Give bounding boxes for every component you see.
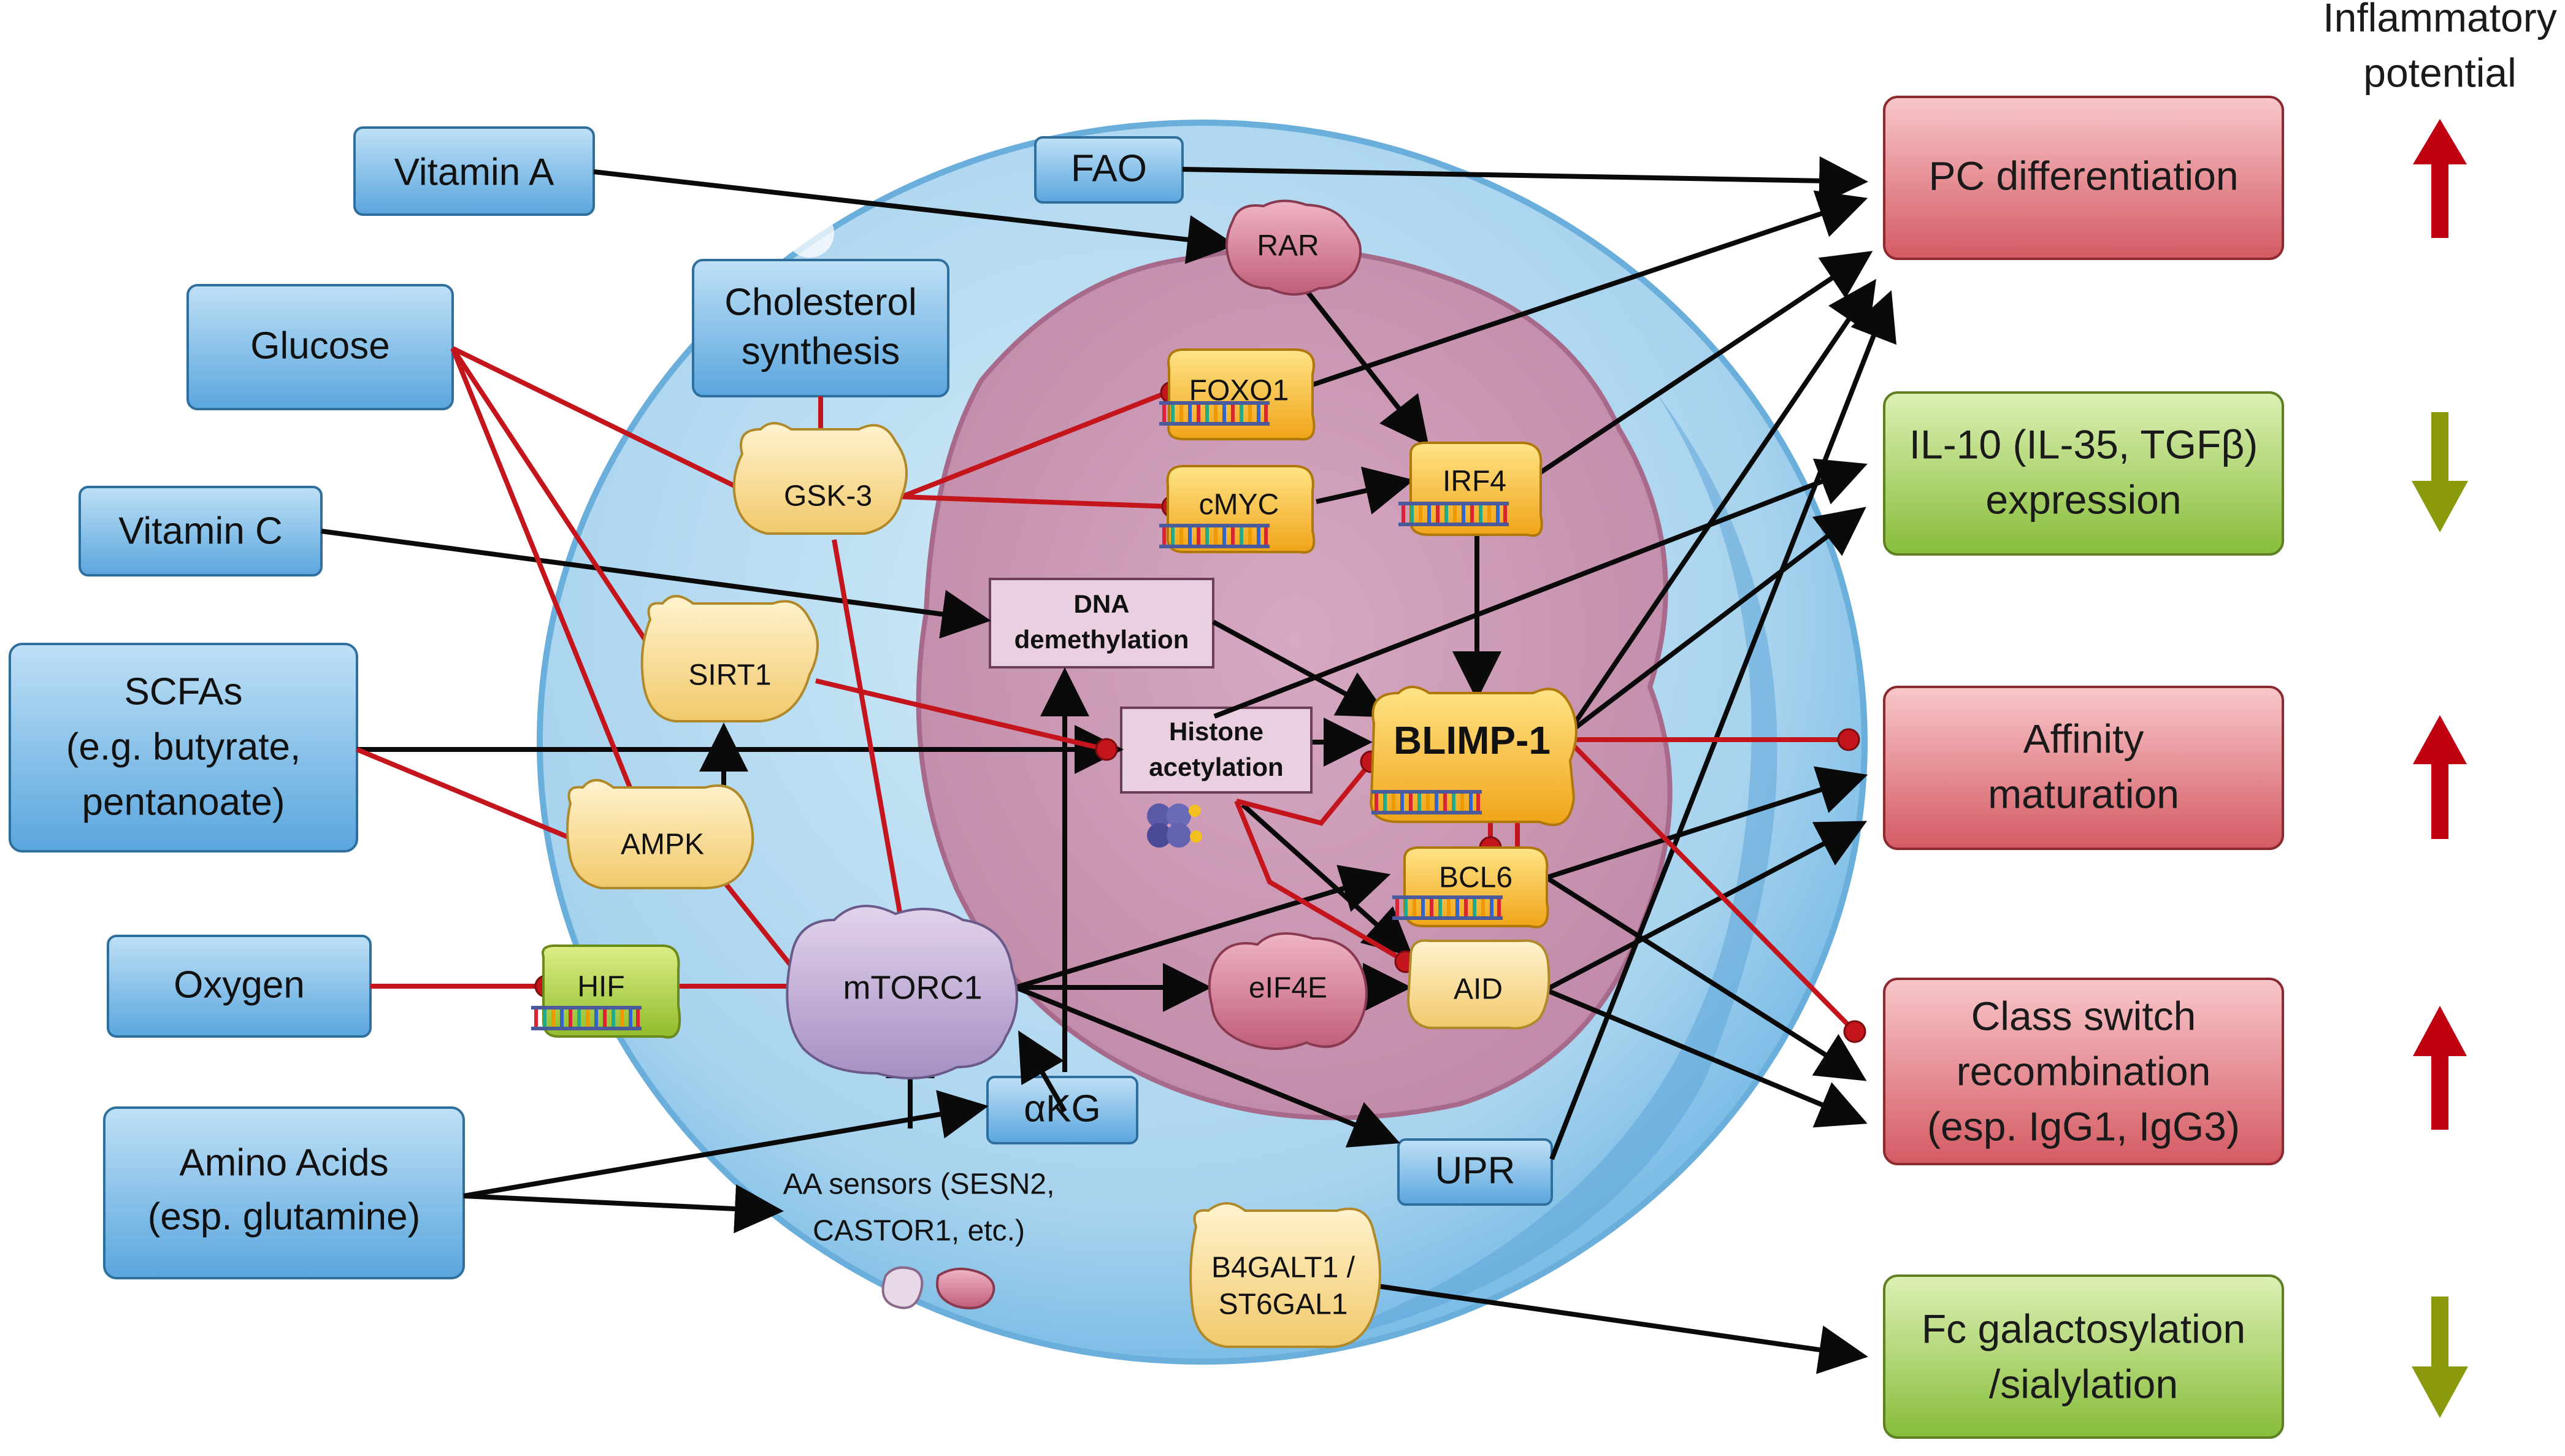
b4galt1-label-line1: B4GALT1 / [1211, 1252, 1355, 1284]
rar-protein [1225, 199, 1362, 296]
scfas-label-line1: SCFAs [125, 670, 243, 713]
blimp1-protein [1371, 686, 1578, 826]
upr-label: UPR [1435, 1149, 1516, 1192]
irf4-label: IRF4 [1443, 466, 1506, 498]
bcl6-label: BCL6 [1439, 862, 1513, 894]
scfas-label-line3: pentanoate) [82, 781, 285, 823]
cmyc-protein [1159, 465, 1316, 554]
histone-icon [1147, 803, 1202, 848]
hif-label: HIF [577, 971, 624, 1003]
sirt1-protein [640, 595, 819, 722]
vitamin-a-box [353, 126, 595, 216]
fc-label-line1: Fc galactosylation [1922, 1306, 2245, 1351]
amino-acids-box [103, 1106, 465, 1279]
gsk3-label: GSK-3 [784, 480, 872, 513]
amino-acids-label-line2: (esp. glutamine) [148, 1195, 421, 1238]
hif-protein [531, 944, 681, 1039]
down-arrow-icon [2412, 1297, 2468, 1418]
inflammatory-potential-title-line2: potential [2363, 50, 2517, 95]
class-switch-label-line2: recombination [1957, 1048, 2211, 1094]
affinity-maturation-box [1883, 686, 2284, 850]
pc-differentiation-label: PC differentiation [1928, 153, 2238, 198]
cell-membrane-shade [1288, 393, 1777, 1349]
amino-acids-label-line1: Amino Acids [179, 1141, 388, 1184]
blimp1-label: BLIMP-1 [1394, 718, 1551, 762]
eif4e-label: eIF4E [1249, 972, 1327, 1005]
inflammatory-potential-title-line1: Inflammatory [2323, 0, 2556, 40]
aa-sensor-blob-icon [936, 1267, 995, 1309]
vitamin-a-label: Vitamin A [394, 151, 554, 193]
fc-label-line2: /sialylation [1989, 1361, 2178, 1406]
aa-sensors-label-line1: AA sensors (SESN2, [783, 1168, 1055, 1201]
down-arrow-icon [2412, 412, 2468, 532]
aid-label: AID [1454, 973, 1503, 1006]
glucose-box [186, 284, 454, 410]
eif4e-protein [1208, 932, 1368, 1050]
affinity-label-line2: maturation [1988, 771, 2179, 816]
bcl6-protein [1392, 846, 1549, 929]
upr-box [1397, 1138, 1553, 1206]
activation-arrows [321, 156, 1896, 1374]
class-switch-label-line1: Class switch [1971, 993, 2196, 1038]
affinity-label-line1: Affinity [2023, 716, 2144, 761]
up-arrow-icon [2413, 715, 2467, 839]
gsk3-protein [732, 422, 908, 535]
histone-label-line2: acetylation [1149, 753, 1283, 781]
up-arrow-icon [2413, 1006, 2467, 1130]
b4galt1-label-line2: ST6GAL1 [1219, 1289, 1348, 1321]
il10-label-line1: IL-10 (IL-35, TGFβ) [1909, 421, 2258, 467]
foxo1-protein [1159, 348, 1316, 441]
fc-galactosylation-box [1883, 1274, 2284, 1439]
scfas-label-line2: (e.g. butyrate, [66, 726, 301, 768]
oxygen-label: Oxygen [174, 964, 305, 1006]
ampk-label: AMPK [621, 829, 704, 861]
foxo1-label: FOXO1 [1189, 375, 1289, 407]
up-arrow-icon [2413, 119, 2467, 238]
aa-sensor-blob-icon [881, 1266, 924, 1309]
aid-protein [1406, 939, 1551, 1030]
cholesterol-label-line2: synthesis [742, 330, 900, 372]
aa-sensors-label-line2: CASTOR1, etc.) [813, 1215, 1025, 1247]
mtorc1-label: mTORC1 [843, 969, 982, 1006]
dna-label-line2: demethylation [1014, 625, 1189, 654]
vitamin-c-label: Vitamin C [118, 510, 283, 552]
sirt1-label: SIRT1 [688, 659, 771, 692]
cmyc-label: cMYC [1199, 489, 1279, 521]
dna-demethylation-box [989, 578, 1214, 669]
il10-expression-box [1883, 391, 2284, 556]
mtorc1-protein [786, 905, 1018, 1079]
highlight-bubble [785, 209, 834, 258]
class-switch-label-line3: (esp. IgG1, IgG3) [1927, 1103, 2240, 1149]
b4galt1-protein [1189, 1202, 1381, 1349]
ampk-protein [566, 779, 754, 890]
cholesterol-label-line1: Cholesterol [724, 281, 917, 323]
dna-label-line1: DNA [1074, 589, 1130, 618]
pc-differentiation-box [1883, 96, 2284, 260]
histone-acetylation-box [1120, 707, 1313, 794]
irf4-protein [1398, 441, 1543, 537]
cholesterol-synthesis-box [692, 259, 949, 397]
class-switch-box [1883, 978, 2284, 1165]
histone-label-line1: Histone [1169, 717, 1263, 746]
glucose-label: Glucose [250, 324, 389, 367]
rar-label: RAR [1257, 230, 1319, 262]
fao-label: FAO [1071, 147, 1147, 190]
il10-label-line2: expression [1985, 477, 2181, 522]
inhibition-lines [356, 346, 1857, 1033]
